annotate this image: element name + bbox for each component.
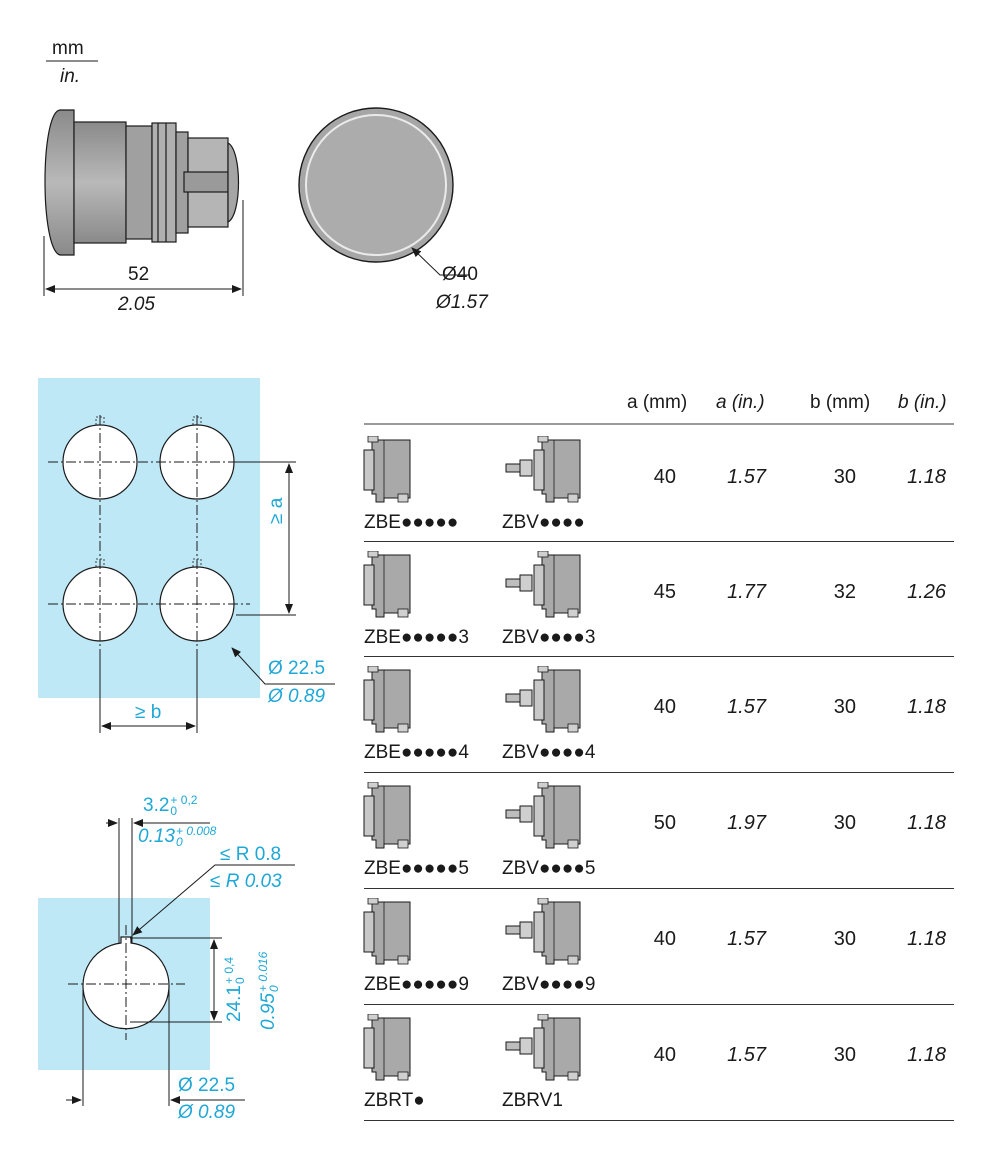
center-lines: [48, 415, 250, 650]
hole-diameter-leader: [231, 647, 335, 685]
contact-block-right-image: [502, 435, 594, 511]
operator-body: [73, 121, 127, 244]
b-mm-value: 30: [833, 1044, 856, 1066]
a-dimension-label: ≥ a: [266, 497, 287, 524]
front-view: [298, 107, 454, 263]
contact-block-left-image: [362, 781, 454, 857]
a-in-value: 1.57: [727, 1044, 766, 1066]
length-in: 2.05: [118, 294, 155, 315]
radius-in: ≤ R 0.03: [210, 871, 282, 892]
header-b-mm: b (mm): [810, 392, 871, 413]
front-diameter-mm: Ø40: [442, 264, 478, 285]
right-reference: ZBV●●●●3: [502, 627, 596, 648]
side-view: [44, 109, 240, 256]
contact-block-right-image: [502, 897, 594, 973]
b-in-value: 1.18: [907, 696, 946, 718]
contact-block-right-image: [502, 550, 594, 626]
a-mm-value: 40: [653, 1044, 676, 1066]
key-marks: [95, 416, 202, 568]
detail-hole-mm: Ø 22.5: [178, 1075, 236, 1096]
header-a-mm: a (mm): [627, 392, 688, 413]
b-mm-value: 30: [833, 466, 856, 488]
header-a-in: a (in.): [716, 392, 765, 413]
right-reference: ZBV●●●●5: [502, 858, 596, 879]
a-in-value: 1.57: [727, 696, 766, 718]
contact-block-right-image: [502, 665, 594, 741]
b-mm-value: 32: [833, 581, 856, 603]
left-reference: ZBE●●●●●4: [364, 742, 469, 763]
right-reference: ZBV●●●●9: [502, 974, 596, 995]
row-divider: [364, 1120, 954, 1121]
contact-block-left-image: [362, 897, 454, 973]
contact-block-right-image: [502, 1013, 594, 1089]
left-reference: ZBE●●●●●3: [364, 627, 469, 648]
b-in-value: 1.18: [907, 1044, 946, 1066]
row-divider: [364, 656, 954, 657]
header-b-in: b (in.): [898, 392, 947, 413]
a-in-value: 1.77: [727, 581, 766, 603]
contact-block-left-image: [362, 665, 454, 741]
a-in-value: 1.97: [727, 812, 766, 834]
a-mm-value: 45: [653, 581, 676, 603]
b-in-value: 1.18: [907, 928, 946, 950]
b-mm-value: 30: [833, 928, 856, 950]
contact-block-left-image: [362, 435, 454, 511]
contact-block-left-image: [362, 1013, 454, 1089]
right-reference: ZBV●●●●4: [502, 742, 596, 763]
row-divider: [364, 541, 954, 542]
a-in-value: 1.57: [727, 928, 766, 950]
row-divider: [364, 1004, 954, 1005]
unit-mm: mm: [52, 38, 84, 59]
diameter-leader: [411, 247, 470, 276]
a-in-value: 1.57: [727, 466, 766, 488]
nut: [151, 122, 177, 243]
left-reference: ZBRT●: [364, 1090, 425, 1111]
row-divider: [364, 772, 954, 773]
a-mm-value: 40: [653, 466, 676, 488]
left-reference: ZBE●●●●●9: [364, 974, 469, 995]
layout-hole-in: Ø 0.89: [268, 686, 326, 707]
layout-hole-mm: Ø 22.5: [268, 658, 326, 679]
a-mm-value: 50: [653, 812, 676, 834]
contact-block-right-image: [502, 781, 594, 857]
left-reference: ZBE●●●●●5: [364, 858, 469, 879]
cutout-panel: [38, 378, 260, 698]
contact-block-left-image: [362, 550, 454, 626]
radius-leader: [132, 864, 295, 936]
b-mm-value: 30: [833, 812, 856, 834]
collar: [125, 125, 153, 240]
detail-hole-in: Ø 0.89: [178, 1102, 236, 1123]
b-in-value: 1.18: [907, 812, 946, 834]
row-divider: [364, 888, 954, 889]
mushroom-cap: [44, 109, 75, 256]
a-mm-value: 40: [653, 928, 676, 950]
b-in-value: 1.18: [907, 466, 946, 488]
right-reference: ZBRV1: [502, 1090, 563, 1111]
b-mm-value: 30: [833, 696, 856, 718]
b-in-value: 1.26: [907, 581, 946, 603]
radius-mm: ≤ R 0.8: [220, 844, 282, 865]
length-mm: 52: [128, 264, 150, 285]
front-diameter-in: Ø1.57: [436, 292, 488, 313]
b-dimension-label: ≥ b: [135, 702, 162, 723]
left-reference: ZBE●●●●●: [364, 512, 459, 533]
right-reference: ZBV●●●●: [502, 512, 585, 533]
unit-in: in.: [60, 66, 81, 87]
a-mm-value: 40: [653, 696, 676, 718]
